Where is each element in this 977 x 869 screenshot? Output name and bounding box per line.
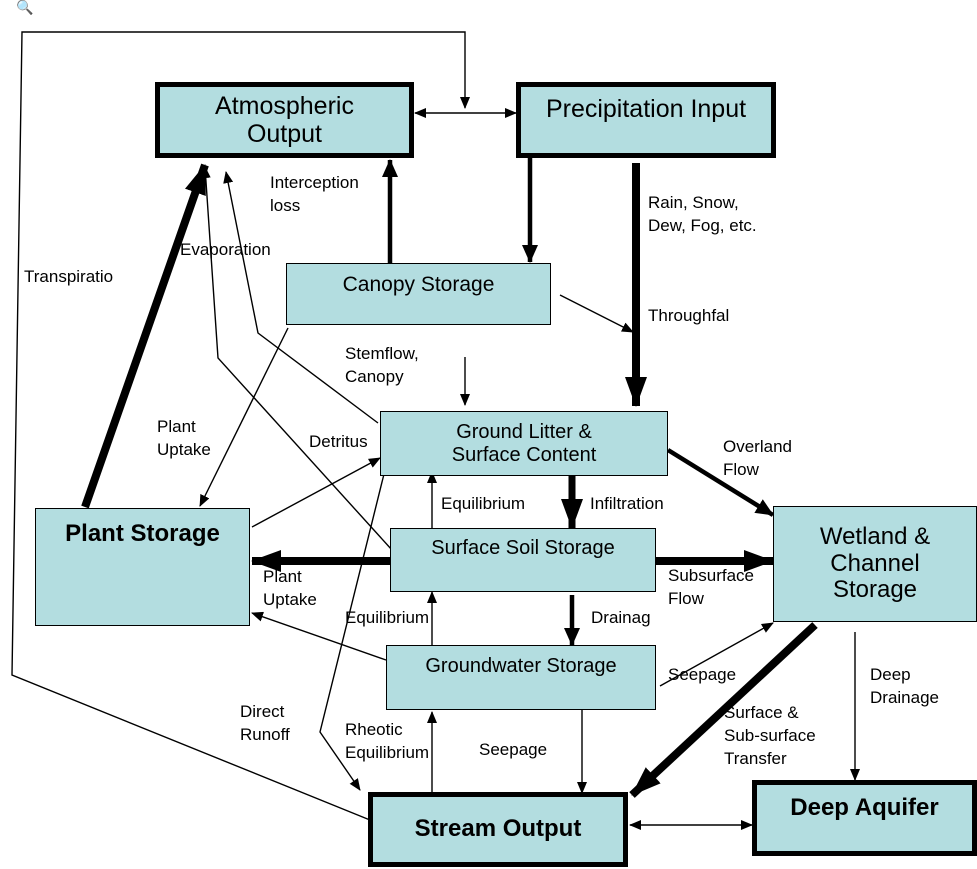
rain-snow-label: Rain, Snow, Dew, Fog, etc. — [648, 193, 757, 235]
wetland-channel-storage-label: Wetland & Channel Storage — [819, 522, 931, 604]
wetland-channel-storage-box: Wetland & Channel Storage — [773, 506, 977, 622]
plant-storage-label: Plant Storage — [65, 520, 220, 547]
evaporation-label: Evaporation — [180, 240, 271, 259]
ground-litter-label: Ground Litter & Surface Content — [451, 421, 597, 466]
precipitation-input-label: Precipitation Input — [545, 95, 747, 123]
stream-output-label: Stream Output — [414, 815, 582, 843]
direct-runoff-arrow — [319, 469, 386, 791]
evaporation-line-1 — [223, 171, 379, 424]
evaporation-line-2 — [200, 166, 393, 551]
overland-flow-label: Overland Flow — [723, 437, 792, 479]
plant-uptake-mid-label: Plant Uptake — [263, 567, 317, 609]
atmospheric-output-label: Atmospheric Output — [215, 92, 354, 148]
seepage-right-label: Seepage — [668, 665, 737, 684]
surface-transfer-arrow — [629, 622, 818, 798]
transpiration-label: Transpiratio — [24, 267, 114, 286]
drainage-label: Drainag — [591, 608, 651, 627]
stream-output-box: Stream Output — [368, 792, 628, 867]
overland-flow-arrow — [666, 448, 775, 517]
equilibrium-mid-label: Equilibrium — [345, 608, 430, 627]
seepage-bottom-label: Seepage — [479, 740, 548, 759]
detritus-arrow — [251, 457, 381, 528]
surface-transfer-label: Surface & Sub-surface Transfer — [724, 703, 816, 768]
detritus-label: Detritus — [309, 432, 368, 451]
groundwater-plant-arrow — [251, 611, 387, 661]
deep-aquifer-label: Deep Aquifer — [790, 794, 939, 821]
canopy-storage-box: Canopy Storage — [286, 263, 551, 325]
precipitation-input-box: Precipitation Input — [516, 82, 776, 158]
canopy-throughfall — [559, 294, 634, 333]
equilibrium-top-label: Equilibrium — [441, 494, 526, 513]
surface-soil-storage-box: Surface Soil Storage — [390, 528, 656, 592]
magnifier-icon: 🔍 — [16, 0, 34, 15]
interception-loss-label: Interception loss — [270, 173, 359, 215]
groundwater-storage-box: Groundwater Storage — [386, 645, 656, 710]
rheotic-equilibrium-label: Rheotic Equilibrium — [345, 720, 430, 762]
infiltration-label: Infiltration — [590, 494, 664, 513]
transpiration-arrow — [81, 163, 209, 509]
canopy-storage-label: Canopy Storage — [342, 273, 495, 296]
atmospheric-output-box: Atmospheric Output — [155, 82, 414, 158]
direct-runoff-label: Direct Runoff — [240, 702, 290, 744]
surface-soil-storage-label: Surface Soil Storage — [431, 537, 615, 559]
seepage-wetland-arrow — [659, 622, 774, 687]
subsurface-flow-label: Subsurface Flow — [668, 566, 754, 608]
plant-storage-box: Plant Storage — [35, 508, 250, 626]
groundwater-storage-label: Groundwater Storage — [425, 655, 617, 677]
deep-aquifer-box: Deep Aquifer — [752, 780, 977, 856]
plant-uptake-top-label: Plant Uptake — [157, 417, 211, 459]
canopy-plant-uptake — [199, 327, 289, 507]
ground-litter-box: Ground Litter & Surface Content — [380, 411, 668, 476]
throughfall-label: Throughfal — [648, 306, 730, 325]
outer-loop-line — [11, 31, 470, 821]
stemflow-label: Stemflow, Canopy — [345, 344, 419, 386]
deep-drainage-label: Deep Drainage — [870, 665, 939, 707]
